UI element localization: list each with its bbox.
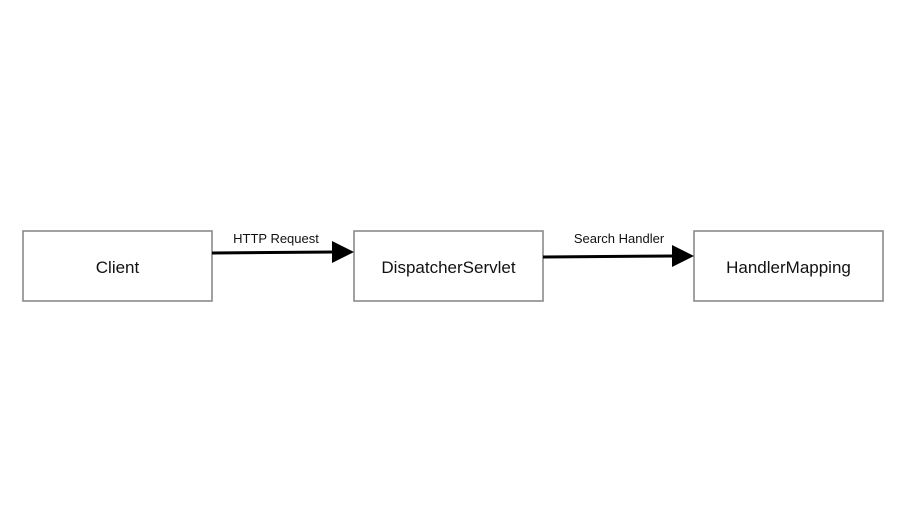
arrowhead-icon xyxy=(672,245,694,267)
node-handler-mapping-box xyxy=(693,230,884,302)
edge-dispatcher-to-handler-mapping-line xyxy=(542,254,675,259)
edge-client-to-dispatcher: HTTP Request xyxy=(211,231,354,263)
node-client-label: Client xyxy=(96,258,140,277)
arrowhead-icon xyxy=(332,241,354,263)
node-dispatcher-servlet: DispatcherServlet xyxy=(353,230,544,302)
edge-dispatcher-to-handler-mapping: Search Handler xyxy=(542,231,694,267)
node-dispatcher-servlet-label: DispatcherServlet xyxy=(381,258,515,277)
node-handler-mapping-label: HandlerMapping xyxy=(726,258,851,277)
node-handler-mapping: HandlerMapping xyxy=(693,230,884,302)
edge-client-to-dispatcher-line xyxy=(211,250,335,255)
edge-client-to-dispatcher-label: HTTP Request xyxy=(233,231,319,246)
node-dispatcher-servlet-box xyxy=(353,230,544,302)
node-client: Client xyxy=(22,230,213,302)
node-client-box xyxy=(22,230,213,302)
edge-dispatcher-to-handler-mapping-label: Search Handler xyxy=(574,231,665,246)
